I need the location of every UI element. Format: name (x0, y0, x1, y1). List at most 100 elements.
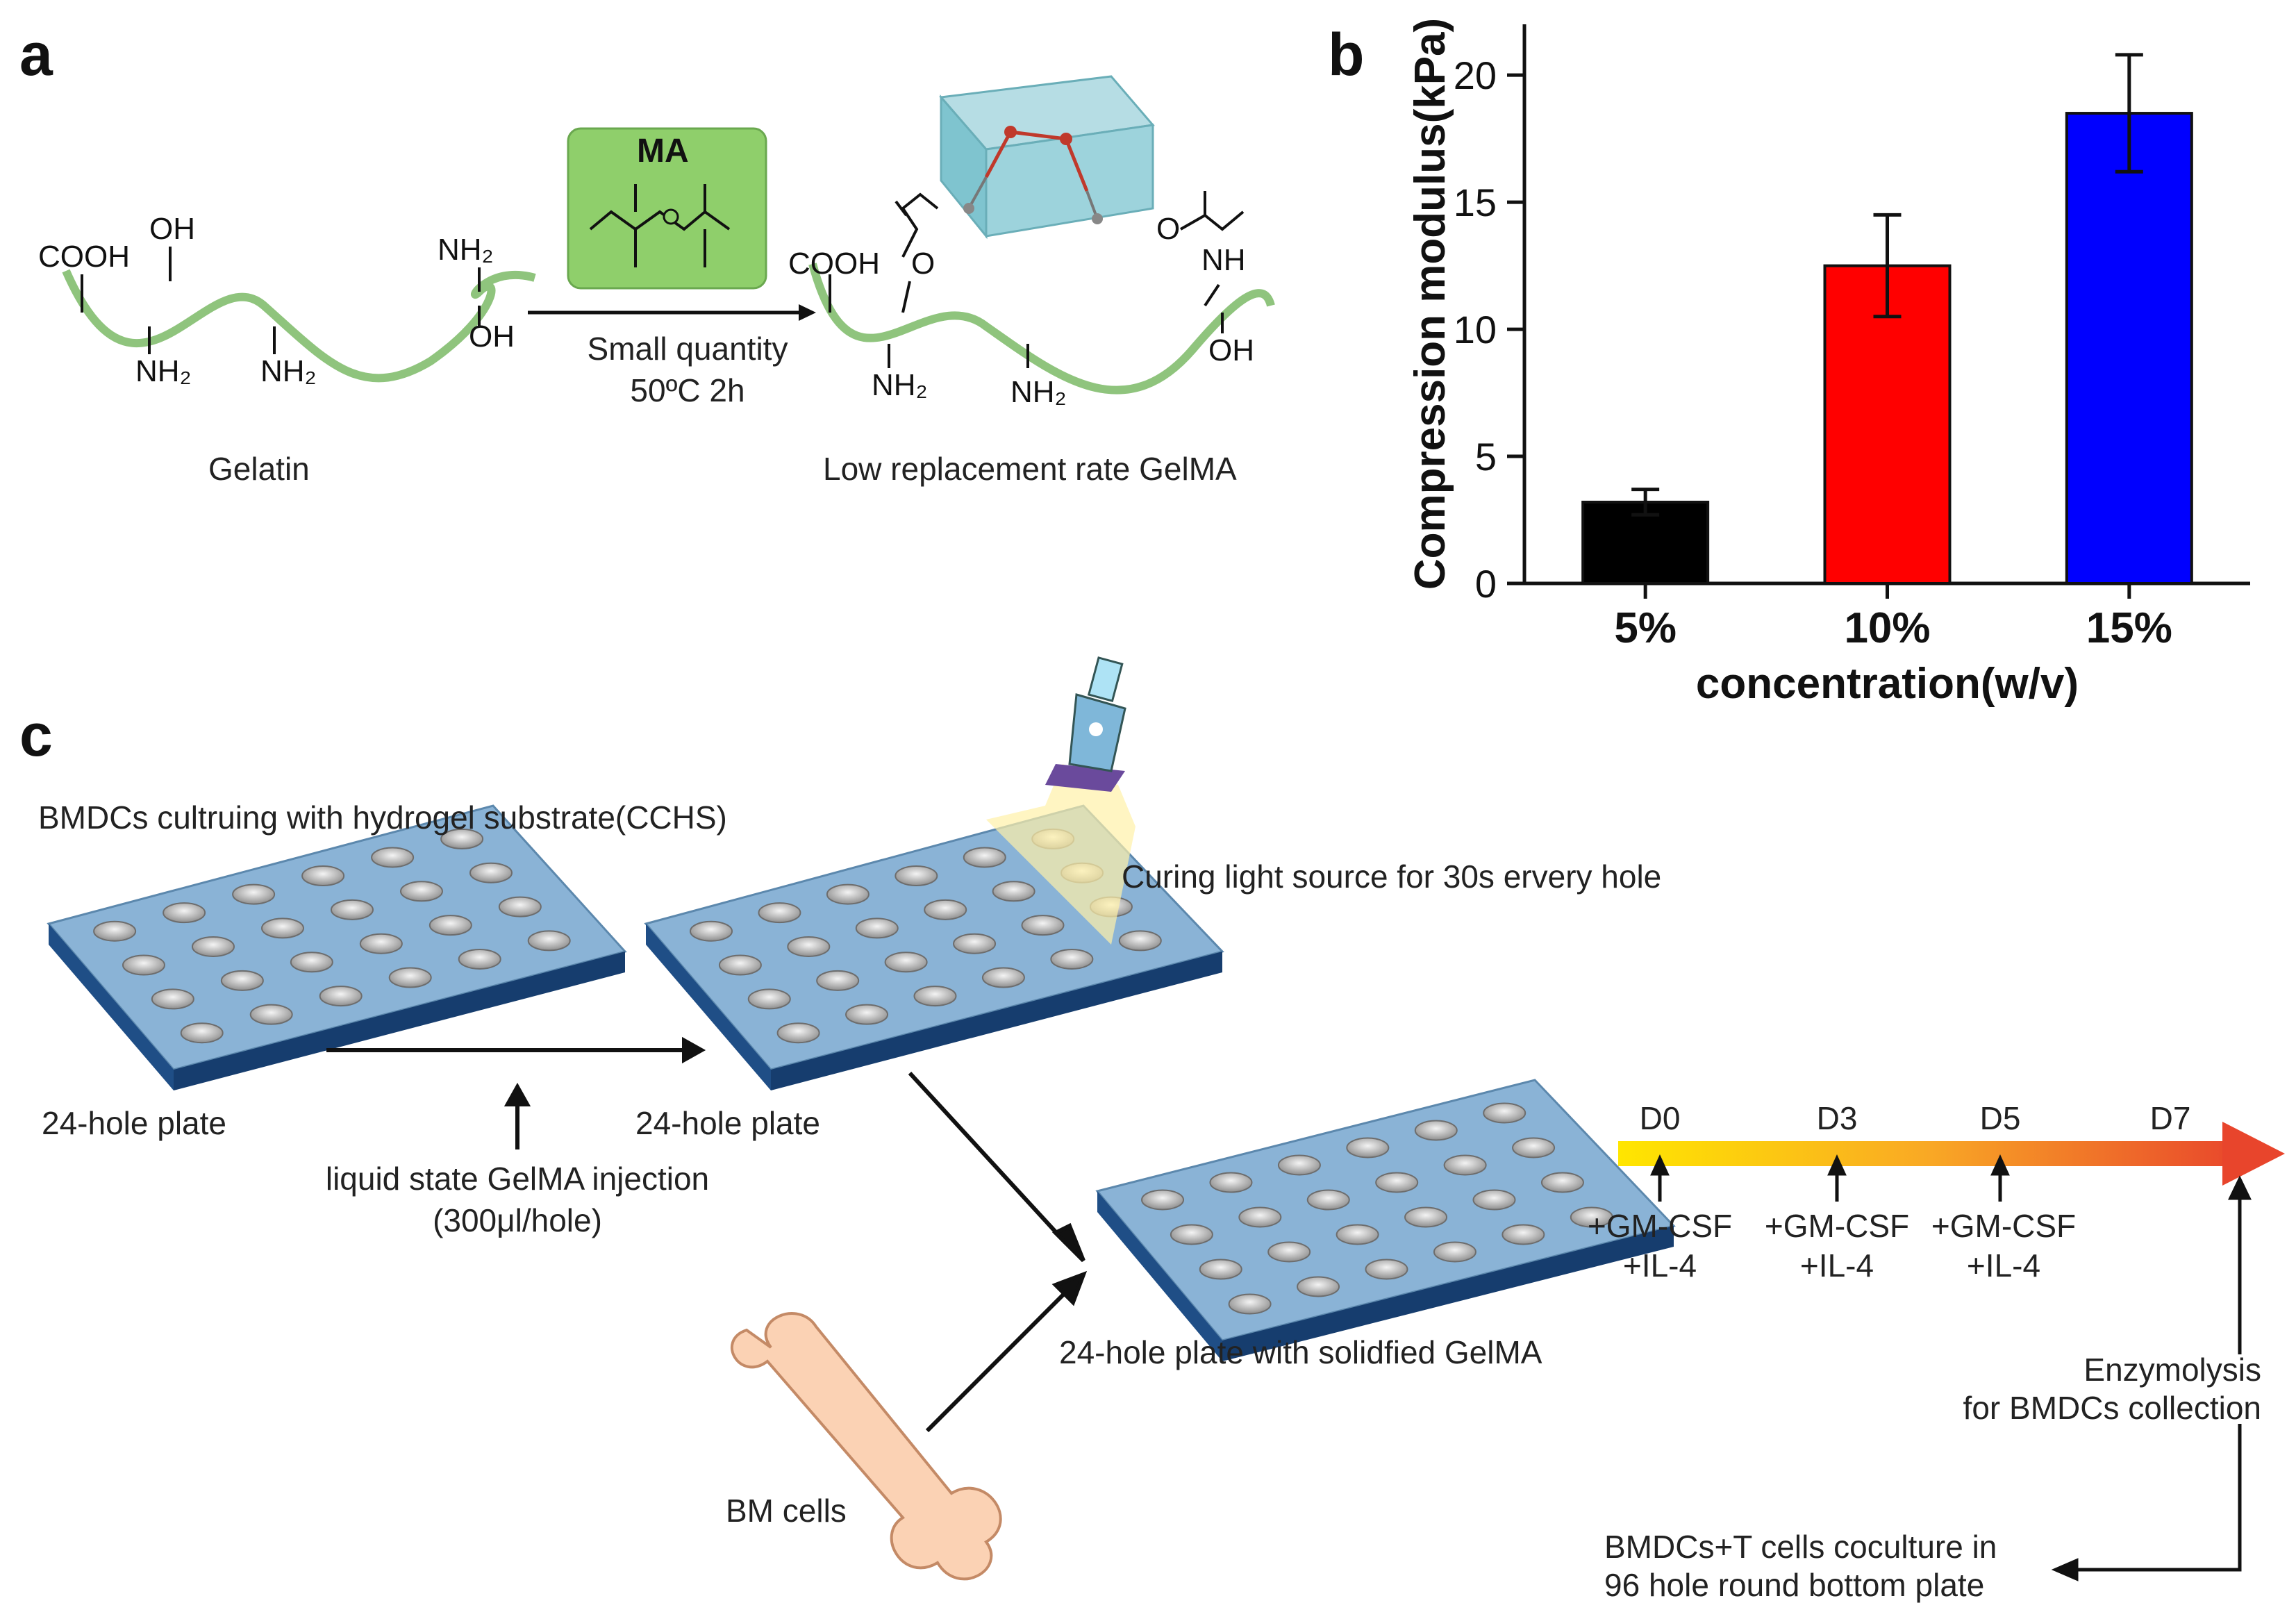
y-tick-label: 0 (1475, 562, 1497, 606)
bar (2065, 112, 2193, 585)
plate-well (1021, 915, 1065, 936)
o-atom: O (911, 247, 935, 281)
plate-well (249, 1004, 293, 1025)
ma-reagent-box (567, 127, 767, 290)
plate-well (232, 883, 276, 905)
plate-well (690, 920, 733, 942)
plate-well (1365, 1259, 1408, 1280)
plate-well (1277, 1154, 1321, 1176)
plate-well (963, 847, 1006, 868)
curing-lamp-icon (1045, 656, 1126, 792)
plate-well (1267, 1241, 1311, 1263)
plate-well (718, 954, 762, 976)
panel-c-title: BMDCs cultruing with hydrogel substrate(… (38, 799, 727, 836)
addition-label: +IL-4 (1622, 1247, 1697, 1284)
plate-well (845, 1004, 889, 1025)
plate-well (787, 936, 831, 957)
y-tick-label: 5 (1475, 435, 1497, 479)
plate-well (290, 952, 333, 973)
plate-well (1170, 1224, 1213, 1245)
y-tick-label: 20 (1454, 53, 1497, 97)
plate-well (855, 918, 899, 939)
plate-well (1209, 1172, 1253, 1193)
plate-well (1050, 948, 1094, 970)
x-tick-label: 10% (1844, 604, 1930, 652)
oh-group: OH (1208, 333, 1254, 367)
plate-well (1501, 1224, 1545, 1245)
oh-group: OH (469, 319, 515, 354)
plate-well (758, 902, 801, 924)
plate-well (1433, 1241, 1476, 1263)
plate-well (93, 920, 137, 942)
plate-well (122, 954, 165, 976)
plate-well (924, 899, 967, 920)
plate-1-label: 24-hole plate (42, 1105, 226, 1141)
plate-well (191, 936, 235, 957)
coculture-plate-label: 96 hole round bottom plate (1604, 1567, 1985, 1603)
gelatin-strand (62, 269, 536, 383)
plate-well (220, 970, 264, 991)
plate-well (371, 847, 415, 868)
coculture-label: BMDCs+T cells coculture in (1604, 1529, 1997, 1565)
gelma-label: Low replacement rate GelMA (823, 451, 1237, 487)
nh2-group: NH₂ (438, 233, 494, 267)
plate-well (1540, 1172, 1584, 1193)
plate-well (747, 988, 791, 1010)
injection-volume-label: (300μl/hole) (433, 1202, 602, 1238)
plate-well (1306, 1189, 1350, 1211)
plate-well (1443, 1154, 1487, 1176)
addition-label: +GM-CSF (1587, 1208, 1733, 1244)
plate-well (1238, 1206, 1282, 1228)
plate-well (399, 881, 443, 902)
plate-well (1472, 1189, 1516, 1211)
x-axis-title: concentration(w/v) (1696, 660, 2079, 708)
plate-well (330, 899, 374, 920)
x-tick-label: 5% (1614, 604, 1677, 652)
gelma-strand (808, 263, 1275, 395)
oh-group: OH (149, 212, 195, 246)
light-beam (986, 764, 1135, 945)
addition-label: +GM-CSF (1764, 1208, 1910, 1244)
nh2-group: NH₂ (1010, 375, 1067, 409)
nh2-group: NH₂ (260, 354, 317, 388)
enzymolysis-label: Enzymolysis (2083, 1352, 2261, 1388)
timeline-bar (1618, 1141, 2243, 1166)
cooh-group: COOH (38, 240, 130, 274)
plate-well (913, 986, 957, 1007)
plate-well (1414, 1120, 1458, 1141)
y-tick-label: 15 (1454, 181, 1497, 224)
panel-a-letter: a (19, 22, 53, 88)
y-axis-title: Compression modulus(kPa) (1406, 18, 1454, 590)
plate-well (816, 970, 860, 991)
ma-structure (589, 184, 731, 267)
plate-well (527, 930, 571, 952)
bar (1823, 264, 1952, 585)
reaction-condition-quantity: Small quantity (587, 331, 788, 367)
plate-well (260, 918, 304, 939)
plate-well (1141, 1189, 1185, 1211)
plate-well (1199, 1259, 1242, 1280)
x-tick-label: 15% (2086, 604, 2172, 652)
curing-light-label: Curing light source for 30s ervery hole (1122, 858, 1662, 895)
plate-well (163, 902, 206, 924)
plate-2-label: 24-hole plate (635, 1105, 820, 1141)
o-atom: O (1156, 212, 1181, 246)
plate-well (440, 828, 484, 849)
plate-well (895, 865, 938, 887)
bm-cells-label: BM cells (726, 1493, 847, 1529)
enzymolysis-purpose-label: for BMDCs collection (1963, 1390, 2261, 1426)
plate-well (301, 865, 345, 887)
bone-icon (731, 1312, 1002, 1581)
plate-well (1570, 1206, 1613, 1228)
injection-label: liquid state GelMA injection (325, 1161, 710, 1197)
plate-well (1512, 1137, 1556, 1159)
plate-well (953, 933, 997, 954)
plate-well (1375, 1172, 1419, 1193)
panel-c-letter: c (19, 702, 53, 769)
plate-well (1297, 1276, 1340, 1297)
reaction-condition-temperature: 50ºC 2h (630, 372, 745, 408)
plate-well (1336, 1224, 1379, 1245)
